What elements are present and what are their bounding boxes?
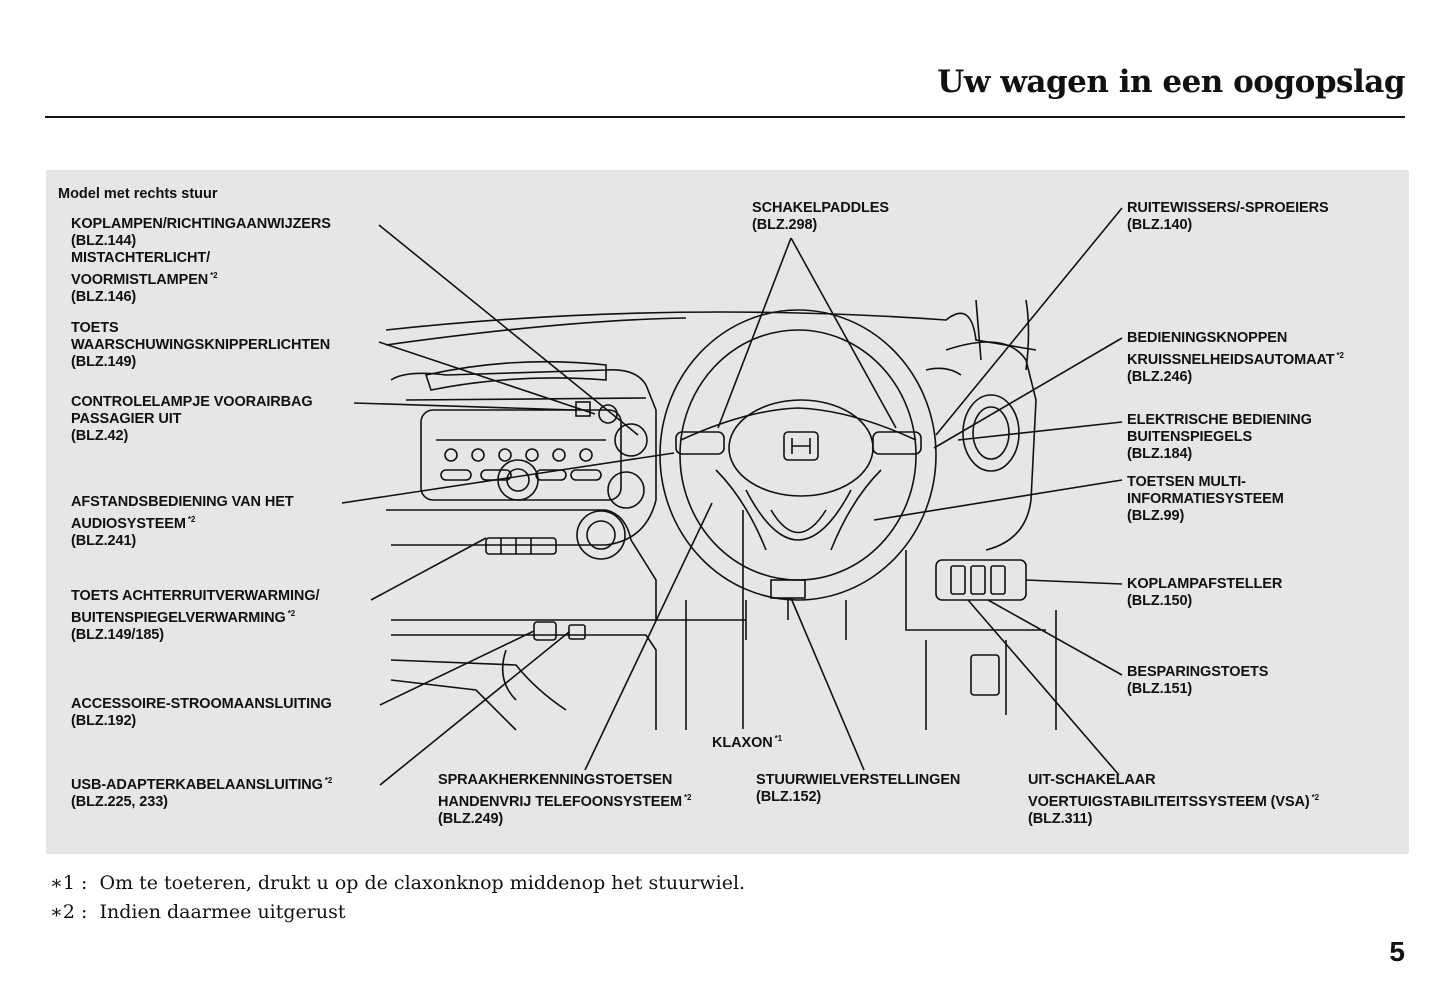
label-line: AFSTANDSBEDIENING VAN HET <box>71 494 294 510</box>
label-line: (BLZ.140) <box>1127 217 1193 233</box>
label-line: (BLZ.99) <box>1127 508 1185 524</box>
label-line: (BLZ.150) <box>1127 593 1193 609</box>
label-achterruit: TOETS ACHTERRUITVERWARMING/ BUITENSPIEGE… <box>71 588 319 644</box>
label-besparing: BESPARINGSTOETS (BLZ.151) <box>1127 664 1268 698</box>
footnote-text: Om te toeteren, drukt u op de claxonknop… <box>99 872 746 894</box>
label-line: SCHAKELPADDLES <box>752 200 889 216</box>
label-line: WAARSCHUWINGSKNIPPERLICHTEN <box>71 337 331 353</box>
footnote-marker: ∗2 : <box>50 901 88 923</box>
label-line: HANDENVRIJ TELEFOONSYSTEEM <box>438 794 682 810</box>
label-line: (BLZ.311) <box>1028 811 1093 827</box>
label-line: AUDIOSYSTEEM <box>71 516 186 532</box>
label-multi: TOETSEN MULTI- INFORMATIESYSTEEM (BLZ.99… <box>1127 474 1284 525</box>
label-line: TOETSEN MULTI- <box>1127 474 1246 490</box>
label-line: KOPLAMPEN/RICHTINGAANWIJZERS <box>71 216 331 232</box>
dashboard-illustration <box>341 207 1123 786</box>
label-ruitewissers: RUITEWISSERS/-SPROEIERS (BLZ.140) <box>1127 200 1329 234</box>
label-klaxon: KLAXON*1 <box>712 730 782 752</box>
label-line: (BLZ.249) <box>438 811 504 827</box>
label-line: STUURWIELVERSTELLINGEN <box>756 772 961 788</box>
label-line: TOETS ACHTERRUITVERWARMING/ <box>71 588 320 604</box>
label-line: (BLZ.146) <box>71 289 137 305</box>
label-line: KOPLAMPAFSTELLER <box>1127 576 1283 592</box>
label-line: ACCESSOIRE-STROOMAANSLUITING <box>71 696 332 712</box>
label-stuurwiel: STUURWIELVERSTELLINGEN (BLZ.152) <box>756 772 960 806</box>
label-koplampen: KOPLAMPEN/RICHTINGAANWIJZERS (BLZ.144) M… <box>71 216 331 306</box>
label-waarschuwing: TOETS WAARSCHUWINGSKNIPPERLICHTEN (BLZ.1… <box>71 320 330 371</box>
label-line: ELEKTRISCHE BEDIENING <box>1127 412 1312 428</box>
label-line: CONTROLELAMPJE VOORAIRBAG <box>71 394 313 410</box>
label-line: BUITENSPIEGELVERWARMING <box>71 610 286 626</box>
label-usb: USB-ADAPTERKABELAANSLUITING*2 (BLZ.225, … <box>71 772 332 811</box>
label-vsa: UIT-SCHAKELAAR VOERTUIGSTABILITEITSSYSTE… <box>1028 772 1319 828</box>
model-label: Model met rechts stuur <box>58 186 218 202</box>
label-line: (BLZ.149/185) <box>71 627 164 643</box>
label-line: BUITENSPIEGELS <box>1127 429 1253 445</box>
label-line: INFORMATIESYSTEEM <box>1127 491 1284 507</box>
footnote-2: ∗2 : Indien daarmee uitgerust <box>50 901 346 923</box>
label-line: (BLZ.241) <box>71 533 137 549</box>
footnote-ref: *1 <box>774 734 782 743</box>
header-rule <box>45 116 1405 118</box>
label-line: MISTACHTERLICHT/ <box>71 250 211 266</box>
label-line: TOETS <box>71 320 119 336</box>
page-number: 5 <box>1389 936 1405 967</box>
label-line: (BLZ.152) <box>756 789 822 805</box>
footnote-ref: *2 <box>210 271 218 280</box>
label-line: KLAXON <box>712 735 773 751</box>
footnote-ref: *2 <box>1311 793 1319 802</box>
footnote-1: ∗1 : Om te toeteren, drukt u op de claxo… <box>50 872 745 894</box>
label-accessoire: ACCESSOIRE-STROOMAANSLUITING (BLZ.192) <box>71 696 332 730</box>
label-line: (BLZ.246) <box>1127 369 1193 385</box>
label-line: BEDIENINGSKNOPPEN <box>1127 330 1288 346</box>
label-line: VOORMISTLAMPEN <box>71 272 209 288</box>
label-spiegels: ELEKTRISCHE BEDIENING BUITENSPIEGELS (BL… <box>1127 412 1312 463</box>
footnote-ref: *2 <box>324 776 333 785</box>
label-airbag: CONTROLELAMPJE VOORAIRBAG PASSAGIER UIT … <box>71 394 313 445</box>
label-audio: AFSTANDSBEDIENING VAN HET AUDIOSYSTEEM*2… <box>71 494 294 550</box>
footnote-marker: ∗1 : <box>50 872 88 894</box>
footnote-ref: *2 <box>1336 351 1344 360</box>
label-line: BESPARINGSTOETS <box>1127 664 1269 680</box>
label-koplampafsteller: KOPLAMPAFSTELLER (BLZ.150) <box>1127 576 1282 610</box>
label-line: SPRAAKHERKENNINGSTOETSEN <box>438 772 673 788</box>
label-line: USB-ADAPTERKABELAANSLUITING <box>71 777 323 793</box>
label-paddles: SCHAKELPADDLES (BLZ.298) <box>752 200 889 234</box>
dashboard-figure: Model met rechts stuur KOPLAMPEN/RICHTIN… <box>46 170 1409 854</box>
footnote-text: Indien daarmee uitgerust <box>99 901 346 923</box>
label-line: (BLZ.225, 233) <box>71 794 168 810</box>
label-line: (BLZ.192) <box>71 713 137 729</box>
label-line: VOERTUIGSTABILITEITSSYSTEEM (VSA) <box>1028 794 1310 810</box>
page-title: Uw wagen in een oogopslag <box>937 64 1405 100</box>
label-line: PASSAGIER UIT <box>71 411 182 427</box>
label-line: (BLZ.144) <box>71 233 137 249</box>
label-spraak: SPRAAKHERKENNINGSTOETSEN HANDENVRIJ TELE… <box>438 772 691 828</box>
label-line: (BLZ.149) <box>71 354 137 370</box>
label-line: (BLZ.151) <box>1127 681 1193 697</box>
label-line: UIT-SCHAKELAAR <box>1028 772 1156 788</box>
label-line: RUITEWISSERS/-SPROEIERS <box>1127 200 1329 216</box>
label-line: KRUISSNELHEIDSAUTOMAAT <box>1127 352 1335 368</box>
label-line: (BLZ.42) <box>71 428 129 444</box>
label-line: (BLZ.184) <box>1127 446 1193 462</box>
footnote-ref: *2 <box>287 609 296 618</box>
label-cruise: BEDIENINGSKNOPPEN KRUISSNELHEIDSAUTOMAAT… <box>1127 330 1344 386</box>
footnote-ref: *2 <box>187 515 196 524</box>
footnote-ref: *2 <box>683 793 692 802</box>
label-line: (BLZ.298) <box>752 217 818 233</box>
